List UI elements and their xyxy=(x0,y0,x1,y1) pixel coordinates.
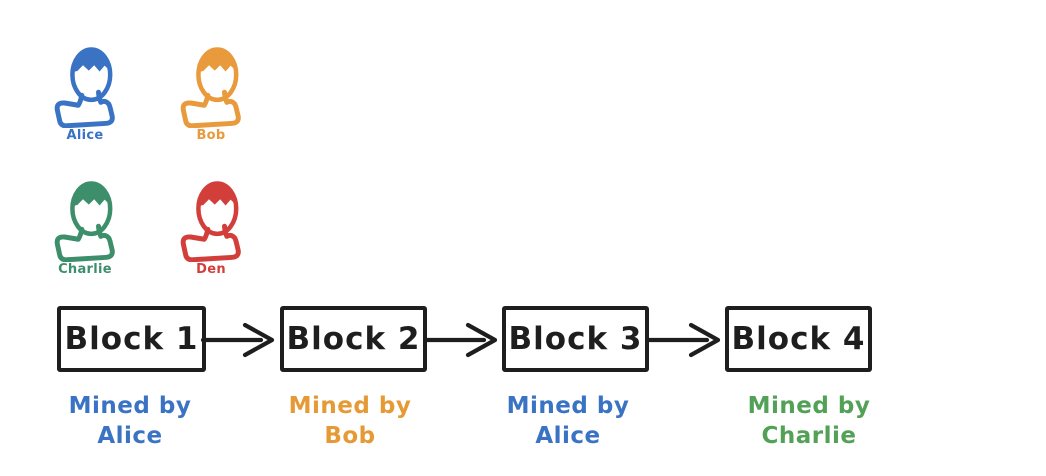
person-icon xyxy=(180,181,241,262)
block-2-node: Block 2 xyxy=(280,306,427,372)
block-label: Block 2 xyxy=(286,321,421,357)
person-charlie: Charlie xyxy=(46,176,124,276)
person-icon xyxy=(180,47,241,128)
block-1-node: Block 1 xyxy=(57,306,206,372)
block-label: Block 1 xyxy=(64,321,199,357)
person-icon xyxy=(54,181,115,262)
person-name-label: Den xyxy=(196,262,226,277)
person-alice: Alice xyxy=(46,42,124,142)
block-3-node: Block 3 xyxy=(502,306,649,372)
person-name-label: Bob xyxy=(196,128,226,143)
arrow-right-icon xyxy=(201,322,275,358)
mined-by-label-block-4: Mined by Charlie xyxy=(747,393,871,449)
block-label: Block 4 xyxy=(731,321,866,357)
person-den: Den xyxy=(172,176,250,276)
arrow-right-icon xyxy=(424,322,498,358)
mined-by-label-block-3: Mined by Alice xyxy=(506,393,630,449)
mined-by-label-block-1: Mined by Alice xyxy=(68,393,192,449)
arrow-right-icon xyxy=(647,322,721,358)
person-name-label: Charlie xyxy=(58,262,112,277)
person-icon xyxy=(54,47,115,128)
block-label: Block 3 xyxy=(508,321,643,357)
person-name-label: Alice xyxy=(66,128,104,143)
mined-by-label-block-2: Mined by Bob xyxy=(288,393,412,449)
block-4-node: Block 4 xyxy=(725,306,872,372)
person-bob: Bob xyxy=(172,42,250,142)
